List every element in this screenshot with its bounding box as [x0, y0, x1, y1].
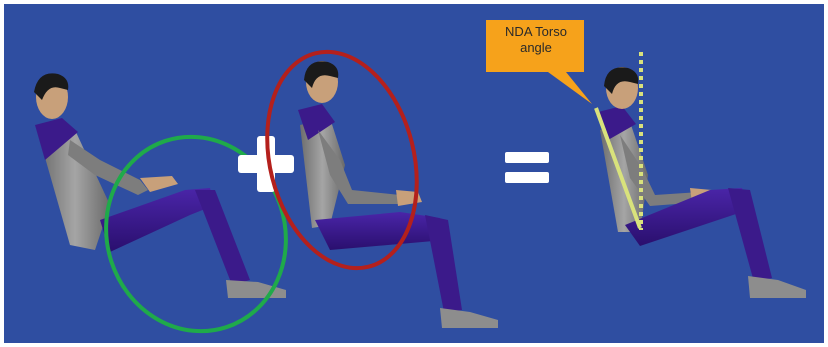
torso-angle-line — [594, 107, 642, 229]
equals-sign-icon — [505, 152, 549, 183]
blue-background-panel — [4, 4, 824, 343]
red-highlight-ellipse — [265, 49, 419, 271]
callout-label: NDA Torso angle — [492, 24, 580, 56]
callout-line-2: angle — [520, 40, 552, 55]
figure-upright-occupant — [265, 49, 498, 328]
callout-line-1: NDA Torso — [505, 24, 567, 39]
figure-reclined-occupant — [34, 73, 288, 334]
figure-result-occupant — [594, 52, 806, 298]
callout-box — [486, 20, 592, 104]
